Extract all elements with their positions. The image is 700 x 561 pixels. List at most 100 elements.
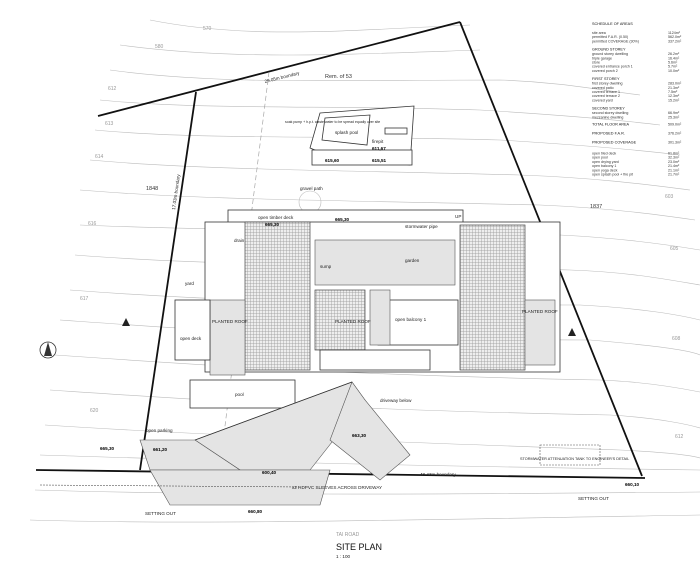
tank-note: STORMWATER ATTENUATION TANK TO ENGINEER'…: [520, 457, 629, 461]
schedule-item-value: 26.2m²: [668, 52, 680, 56]
setting-out-west: SETTING OUT: [145, 511, 176, 516]
schedule-item-value: 5.7m²: [668, 65, 678, 69]
schedule-heading: GROUND STOREY: [592, 48, 626, 52]
schedule-item-label: permitted COVERAGE (30%): [592, 39, 639, 43]
driveway-label: driveway below: [380, 398, 412, 403]
soakaway-note: soak pump + h.p.t. waste water to be spr…: [285, 120, 380, 124]
level-firepit: 611,67: [372, 146, 386, 151]
schedule-item-label: open drying yard: [592, 160, 619, 164]
planted-roof-east: PLANTED ROOF: [522, 309, 558, 314]
schedule-item-value: 7.5m²: [668, 90, 678, 94]
svg-text:603: 603: [665, 194, 674, 200]
site-boundary: [35, 21, 646, 479]
svg-text:612: 612: [108, 86, 117, 92]
timber-deck-label: open timber deck: [258, 215, 294, 220]
gravel-path-label: gravel path: [300, 186, 323, 191]
svg-text:617: 617: [80, 296, 89, 302]
schedule-total-label: TOTAL FLOOR AREA: [592, 123, 630, 127]
south-boundary-label: 48.43m boundary: [420, 472, 456, 477]
schedule-heading: SECOND STOREY: [592, 107, 625, 111]
sleeves-note: x2 HDPVC SLEEVES ACROSS DRIVEWAY: [292, 485, 382, 490]
schedule-item-label: site area: [592, 31, 606, 35]
schedule-item-label: mezzanine dwelling: [592, 115, 623, 119]
schedule-item-value: 32.3m²: [668, 156, 680, 160]
section-marker-icon: [568, 328, 576, 336]
level-road-2: 660,80: [248, 509, 262, 514]
svg-text:616: 616: [88, 221, 97, 227]
level-driveway: 663,30: [352, 433, 366, 438]
schedule-item-label: open pool: [592, 156, 608, 160]
planted-roof-center: PLANTED ROOF: [335, 319, 371, 324]
schedule-item-label: covered entrance porch 1: [592, 65, 633, 69]
schedule-item-label: open balcony 1: [592, 164, 616, 168]
schedule-item-label: open splash pool + fire pit: [592, 173, 633, 177]
schedule-item-value: 61.8m²: [668, 152, 680, 156]
level-timber-deck: 665,30: [265, 222, 279, 227]
schedule-item-value: 16.4m²: [668, 56, 680, 60]
schedule-item-value: 21.1m²: [668, 168, 680, 172]
yard-label: yard: [185, 281, 194, 286]
schedule-item-value: 23.0m²: [668, 160, 680, 164]
north-arrow-icon: [39, 341, 57, 359]
level-east: 660,10: [625, 482, 639, 487]
schedule-item-label: covered terrace 1: [592, 90, 620, 94]
sump-label: sump: [320, 264, 332, 269]
schedule-item-value: 15.2m²: [668, 98, 680, 102]
schedule-item-label: second storey dwelling: [592, 111, 628, 115]
schedule-item-label: covered terrace 2: [592, 94, 620, 98]
stormwater-pipe-label: stormwater pipe: [405, 224, 438, 229]
schedule-total-label: PROPOSED F.A.R.: [592, 132, 625, 136]
garden-label: garden: [405, 258, 420, 263]
splash-pool-pavilion: [309, 105, 415, 166]
level-deck-2: 665,30: [335, 217, 349, 222]
planted-roof-west: PLANTED ROOF: [212, 319, 248, 324]
schedule-item-value: 5.6m²: [668, 61, 678, 65]
svg-text:605: 605: [670, 246, 679, 252]
svg-text:608: 608: [672, 336, 681, 342]
schedule-item-value: 562.0m²: [668, 35, 682, 39]
schedule-title: SCHEDULE OF AREAS: [592, 22, 633, 26]
schedule-item-label: covered patio: [592, 86, 614, 90]
schedule-total-label: PROPOSED COVERAGE: [592, 141, 637, 145]
schedule-item-label: permitted F.A.R. (0.50): [592, 35, 628, 39]
drain-label: drain: [234, 238, 245, 243]
svg-text:613: 613: [105, 121, 114, 127]
schedule-item-value: 1124m²: [668, 31, 681, 35]
house-footprint: [174, 209, 561, 376]
attenuation-tank: [539, 444, 601, 466]
parking-label: open parking: [146, 428, 173, 433]
schedule-item-value: 66.9m²: [668, 111, 680, 115]
road-label: TAI ROAD: [336, 532, 360, 538]
schedule-item-value: 337.2m²: [668, 39, 682, 43]
up-label: UP: [455, 214, 461, 219]
schedule-heading: FIRST STOREY: [592, 77, 620, 81]
section-marker-icon: [122, 318, 130, 326]
schedule-item-value: 21.4m²: [668, 164, 680, 168]
drawing-scale: 1 : 100: [336, 554, 350, 559]
level-road-1: 600,40: [262, 470, 276, 475]
level-splash-pool-2: 615,51: [372, 158, 386, 163]
schedule-item-label: covered porch 2: [592, 69, 618, 73]
splash-pool-label: splash pool: [335, 130, 358, 135]
schedule-item-value: 12.3m²: [668, 94, 680, 98]
level-parking: 661,20: [153, 447, 167, 452]
schedule-item-value: 283.0m²: [668, 82, 682, 86]
neighbour-east: 1837: [590, 204, 602, 210]
drawing-title: SITE PLAN: [336, 542, 382, 552]
schedule-item-value: 21.7m²: [668, 173, 680, 177]
schedule-item-label: first storey dwelling: [592, 82, 623, 86]
schedule-item-label: open yoga deck: [592, 168, 618, 172]
schedule-total-value: 376.2m²: [668, 132, 682, 136]
west-boundary-label: 17.03m boundary: [171, 173, 181, 210]
neighbour-west: 1848: [146, 186, 158, 192]
schedule-item-label: open tiled deck: [592, 152, 616, 156]
schedule-item-label: store: [592, 61, 600, 65]
level-splash-pool-1: 615,60: [325, 158, 339, 163]
svg-text:570: 570: [203, 26, 212, 32]
svg-text:612: 612: [675, 434, 684, 440]
schedule-of-areas: SCHEDULE OF AREAS site area 1124m² permitte…: [592, 22, 682, 177]
level-west: 665,30: [100, 446, 114, 451]
open-deck-label: open deck: [180, 336, 202, 341]
svg-text:580: 580: [155, 44, 164, 50]
